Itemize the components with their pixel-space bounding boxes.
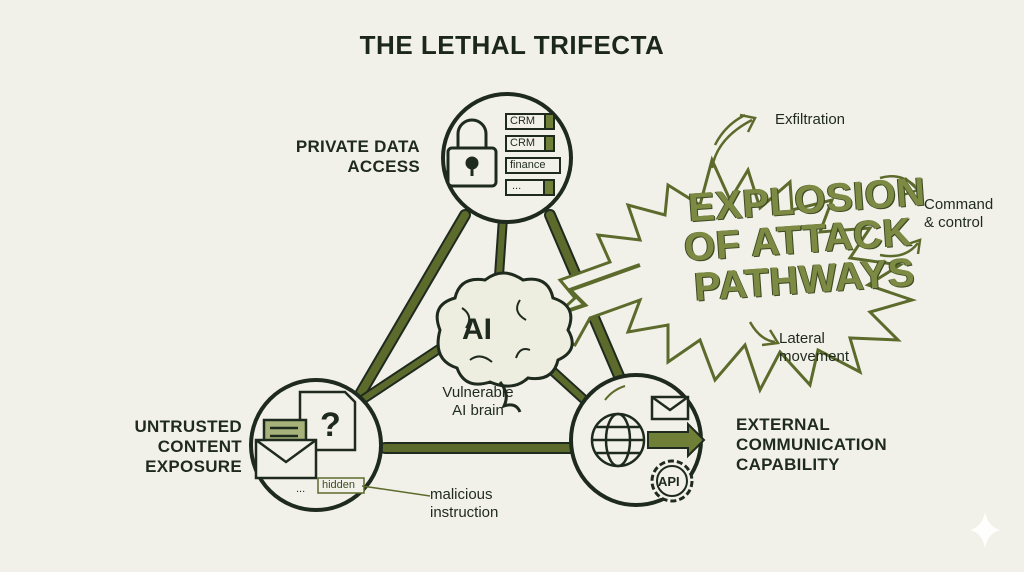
record-4: ... [512,180,522,192]
command-control-label: Command & control [924,196,994,231]
explosion-burst [537,155,918,394]
external-communication-label: EXTERNAL COMMUNICATION CAPABILITY [736,415,887,474]
pathway-arrows [710,113,922,347]
private-data-label: PRIVATE DATA ACCESS [295,137,420,176]
api-label: API [658,474,680,489]
lateral-movement-label: Lateral movement [779,330,850,365]
gear-icon [650,459,694,503]
edge-private-untrusted [341,211,469,424]
sparkle-icon [970,512,1000,548]
arrow-right-icon [647,421,706,459]
exfiltration-arrow [710,118,753,169]
lateral-arrow [748,321,776,344]
question-icon: ? [320,406,341,444]
brain-icon [435,271,574,413]
hidden-tag: hidden [322,479,356,491]
brain-caption: Vulnerable AI brain [442,384,514,419]
brain-ai-text: AI [462,313,492,346]
svg-text:...: ... [296,483,305,495]
record-1: CRM [510,115,536,127]
page-title: THE LETHAL TRIFECTA [359,30,665,60]
untrusted-content-label: UNTRUSTED CONTENT EXPOSURE [134,417,242,476]
lock-icon [446,118,498,188]
malicious-instruction-label: malicious instruction [430,486,499,521]
external-communication-node [569,373,706,507]
record-3: finance [510,159,546,171]
untrusted-content-node: ? ... [249,378,431,512]
exfiltration-label: Exfiltration [775,111,846,128]
mail-icon [650,395,690,421]
private-data-node [441,92,573,224]
globe-icon [590,412,646,468]
record-2: CRM [510,137,536,149]
